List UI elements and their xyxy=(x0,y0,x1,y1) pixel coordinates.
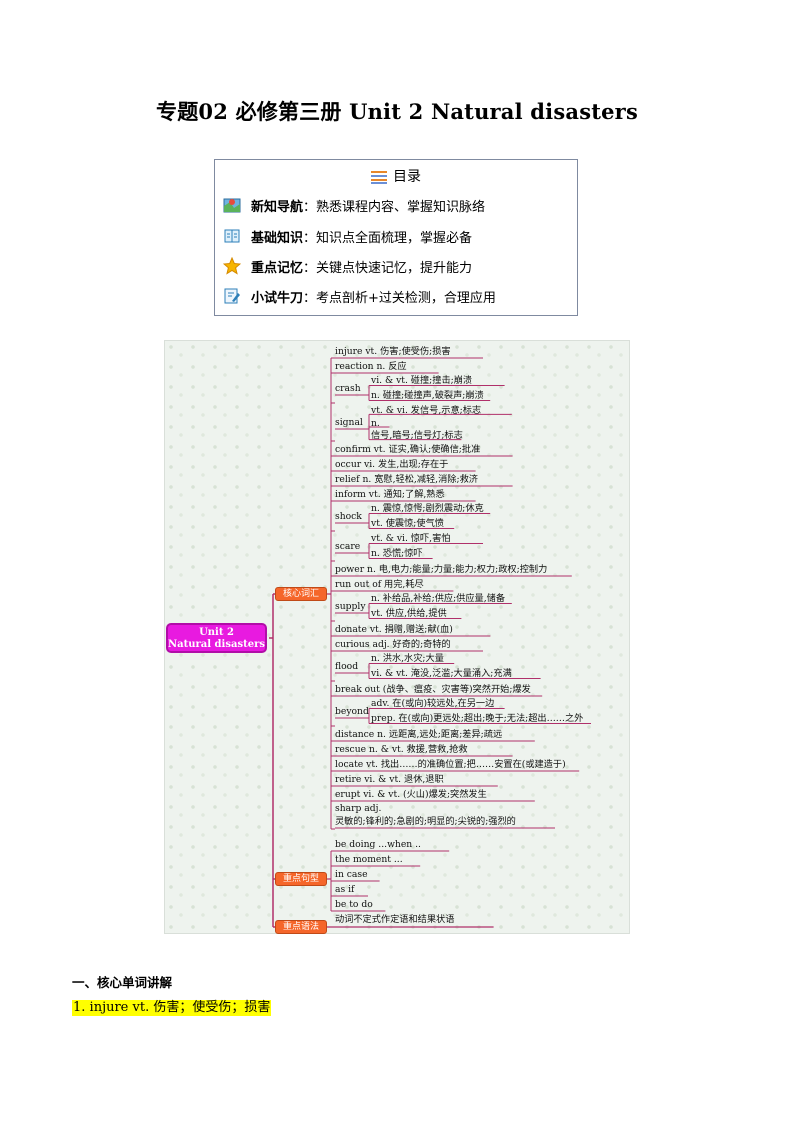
word-node: donate vt. 捐赠,赠送;献(血) xyxy=(335,624,453,635)
mind-map-root: Unit 2 Natural disasters xyxy=(166,623,267,653)
word-node: distance n. 远距离,远处;距离;差异;疏远 xyxy=(335,729,503,740)
word-node: flood xyxy=(335,661,359,672)
map-icon xyxy=(223,196,241,214)
toc-item-text: ：知识点全面梳理，掌握必备 xyxy=(303,230,473,246)
word-node: signal xyxy=(335,417,363,428)
book-icon xyxy=(223,227,241,245)
toc-item-text: ：熟悉课程内容、掌握知识脉络 xyxy=(303,199,486,215)
toc-item-key-memory[interactable]: 重点记忆：关键点快速记忆，提升能力 xyxy=(222,255,473,277)
sense-node: 信号,暗号;信号灯;标志 xyxy=(371,430,463,442)
sense-node: adv. 在(或向)较远处,在另一边 xyxy=(371,698,495,709)
sense-node: vt. & vi. 发信号,示意;标志 xyxy=(371,405,482,416)
word-node: beyond xyxy=(335,706,369,717)
sentence-node: be doing ...when .. xyxy=(335,839,421,850)
word-node: occur vi. 发生,出现;存在于 xyxy=(335,459,449,470)
document-title: 专题02 必修第三册 Unit 2 Natural disasters xyxy=(156,99,638,124)
word-node: break out (战争、瘟疫、灾害等)突然开始;爆发 xyxy=(335,684,531,695)
root-line-1: Unit 2 xyxy=(199,627,234,638)
root-line-2: Natural disasters xyxy=(168,639,265,650)
toc-item-key: 重点记忆 xyxy=(251,260,304,276)
word-node: supply xyxy=(335,601,366,612)
sense-node: n. 补给品,补给;供应;供应量,储备 xyxy=(371,593,506,604)
sense-node: prep. 在(或向)更远处;超出;晚于;无法;超出……之外 xyxy=(371,713,584,724)
edit-icon xyxy=(223,287,241,305)
toc-item-key: 新知导航 xyxy=(251,199,304,215)
word-node: confirm vt. 证实,确认;使确信;批准 xyxy=(335,444,481,455)
sense-node: n. 碰撞;碰撞声,破裂声;崩溃 xyxy=(371,390,484,401)
branch-key-grammar: 重点语法 xyxy=(275,920,327,934)
branch-key-sentences: 重点句型 xyxy=(275,872,327,886)
section-heading: 一、核心单词讲解 xyxy=(72,975,173,990)
sentence-node: in case xyxy=(335,869,368,880)
sense-node: vi. & vt. 碰撞;撞击;崩溃 xyxy=(371,375,473,386)
sentence-node: the moment ... xyxy=(335,854,403,865)
sense-node: vi. & vt. 淹没,泛滥;大量涌入;充满 xyxy=(371,668,512,679)
word-node: shock xyxy=(335,511,362,522)
mind-map: Unit 2 Natural disasters 核心词汇 重点句型 重点语法 … xyxy=(164,340,630,934)
sense-node: vt. 供应,供给,提供 xyxy=(371,608,447,619)
word-node: erupt vi. & vt. (火山)爆发;突然发生 xyxy=(335,789,487,800)
toc-item-basic-knowledge[interactable]: 基础知识：知识点全面梳理，掌握必备 xyxy=(223,225,472,247)
sentence-node: be to do xyxy=(335,899,373,910)
word-node: retire vi. & vt. 退休,退职 xyxy=(335,774,444,785)
word-node: power n. 电,电力;能量;力量;能力;权力;政权;控制力 xyxy=(335,564,548,575)
word-node: reaction n. 反应 xyxy=(335,361,407,372)
star-icon xyxy=(222,256,242,275)
toc-heading-label: 目录 xyxy=(393,169,421,185)
word-node: injure vt. 伤害;使受伤;损害 xyxy=(335,346,451,357)
word-node: relief n. 宽慰,轻松,减轻,消除;救济 xyxy=(335,474,478,485)
sense-node: vt. & vi. 惊吓,害怕 xyxy=(371,533,451,544)
sense-node: n. 震惊,惊愕;剧烈震动;休克 xyxy=(371,503,484,514)
word-node: locate vt. 找出……的准确位置;把……安置在(或建造于) xyxy=(335,759,566,770)
sense-node: 灵敏的;锋利的;急剧的;明显的;尖锐的;强烈的 xyxy=(335,816,516,827)
list-icon xyxy=(371,171,387,188)
word-node: curious adj. 好奇的;奇特的 xyxy=(335,639,451,650)
word-node: crash xyxy=(335,383,361,394)
toc-item-key: 基础知识 xyxy=(251,230,304,246)
word-node: run out of 用完,耗尽 xyxy=(335,579,424,590)
word-node: rescue n. & vt. 救援,营救,抢救 xyxy=(335,744,468,755)
grammar-node: 动词不定式作定语和结果状语 xyxy=(335,914,455,925)
word-node: inform vt. 通知;了解,熟悉 xyxy=(335,489,445,500)
word-node: scare xyxy=(335,541,361,552)
toc-item-key: 小试牛刀 xyxy=(251,290,304,306)
table-of-contents: 目录 新知导航：熟悉课程内容、掌握知识脉络 基础知识：知识点全面梳理，掌握必备 xyxy=(214,159,578,316)
sense-node: n. xyxy=(371,417,380,429)
word-node: sharp adj. xyxy=(335,803,382,814)
sense-node: n. 洪水,水灾;大量 xyxy=(371,653,444,664)
sentence-node: as if xyxy=(335,884,355,895)
sense-node: vt. 使震惊;使气愤 xyxy=(371,518,444,529)
toc-item-practice[interactable]: 小试牛刀：考点剖析+过关检测，合理应用 xyxy=(223,285,496,307)
highlighted-word-entry: 1. injure vt. 伤害；使受伤；损害 xyxy=(72,1000,272,1016)
toc-item-text: ：考点剖析+过关检测，合理应用 xyxy=(303,290,496,306)
toc-item-text: ：关键点快速记忆，提升能力 xyxy=(303,260,473,276)
sense-node: n. 恐慌;惊吓 xyxy=(371,548,423,559)
mind-map-connectors xyxy=(269,357,591,928)
toc-item-new-knowledge[interactable]: 新知导航：熟悉课程内容、掌握知识脉络 xyxy=(223,194,485,216)
branch-core-vocabulary: 核心词汇 xyxy=(275,587,327,601)
toc-heading: 目录 xyxy=(215,166,577,188)
